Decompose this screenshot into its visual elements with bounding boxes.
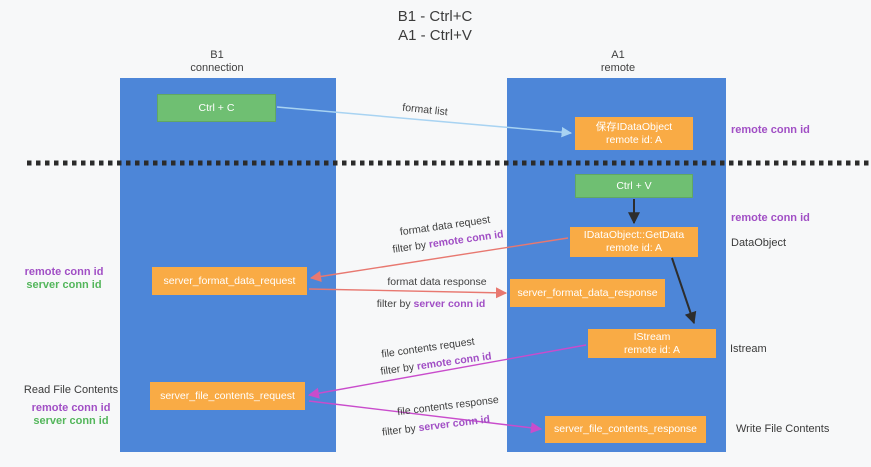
server-format-data-request-box: server_format_data_request	[152, 267, 307, 295]
lifeline-a1-name: A1	[611, 49, 625, 61]
diagram-title: B1 - Ctrl+C A1 - Ctrl+V	[330, 7, 540, 45]
format-data-response-label: format data response	[387, 276, 487, 288]
save-idataobject-line1: 保存IDataObject	[595, 120, 673, 133]
left-server-conn-id-bottom: server conn id	[33, 415, 109, 427]
left-remote-conn-id-bottom: remote conn id	[31, 402, 111, 414]
server-file-contents-request-box: server_file_contents_request	[150, 382, 305, 410]
ctrl-v-label: Ctrl + V	[616, 179, 652, 192]
server-format-data-response-box: server_format_data_response	[510, 279, 665, 307]
arrow-format-data-response	[308, 287, 508, 299]
left-conn-id-pair-mid: remote conn id server conn id	[8, 266, 120, 292]
left-conn-id-pair-bottom: remote conn id server conn id	[8, 402, 134, 428]
filter-by-text: filter by	[376, 298, 414, 310]
server-conn-id-text: server conn id	[413, 298, 486, 310]
arrow-file-contents-response	[308, 400, 543, 434]
arrow-getdata-to-istream	[671, 257, 697, 325]
arrow-format-list	[276, 106, 573, 138]
dataobject-label: DataObject	[731, 237, 787, 249]
title-line-2: A1 - Ctrl+V	[398, 27, 472, 44]
save-idataobject-line2: remote id: A	[605, 133, 663, 146]
istream-line2: remote id: A	[623, 343, 681, 356]
ctrl-c-box: Ctrl + C	[157, 94, 276, 122]
lifeline-header-b1: B1 connection	[157, 49, 277, 75]
lifeline-b1-role: connection	[190, 62, 244, 74]
save-idataobject-box: 保存IDataObject remote id: A	[575, 117, 693, 150]
write-file-contents-label: Write File Contents	[736, 423, 830, 435]
getdata-line2: remote id: A	[605, 242, 663, 254]
ctrl-v-box: Ctrl + V	[575, 174, 693, 198]
lifeline-header-a1: A1 remote	[558, 49, 678, 75]
istream-line1: IStream	[633, 330, 671, 343]
server-file-contents-request-label: server_file_contents_request	[160, 389, 295, 402]
title-line-1: B1 - Ctrl+C	[397, 8, 473, 25]
left-remote-conn-id-mid: remote conn id	[24, 266, 104, 278]
getdata-line1: IDataObject::GetData	[583, 229, 685, 241]
right-remote-conn-id-mid: remote conn id	[731, 212, 810, 224]
server-format-data-request-label: server_format_data_request	[163, 274, 296, 287]
arrow-file-contents-request	[307, 344, 587, 399]
server-file-contents-response-label: server_file_contents_response	[553, 423, 697, 435]
lifeline-a1-role: remote	[600, 62, 636, 74]
right-remote-conn-id-top: remote conn id	[731, 124, 810, 136]
istream-side-label: Istream	[730, 343, 767, 355]
filter-by-server-conn-id-label-1: filter by server conn id	[377, 298, 486, 310]
arrow-format-data-request	[309, 237, 569, 282]
ctrl-c-label: Ctrl + C	[198, 101, 235, 114]
read-file-contents-label: Read File Contents	[23, 384, 119, 396]
getdata-box: IDataObject::GetData remote id: A	[570, 227, 698, 257]
lifeline-b1-name: B1	[210, 49, 224, 61]
istream-box: IStream remote id: A	[588, 329, 716, 358]
server-file-contents-response-box: server_file_contents_response	[545, 416, 706, 443]
left-server-conn-id-mid: server conn id	[26, 279, 102, 291]
server-format-data-response-label: server_format_data_response	[517, 286, 658, 299]
